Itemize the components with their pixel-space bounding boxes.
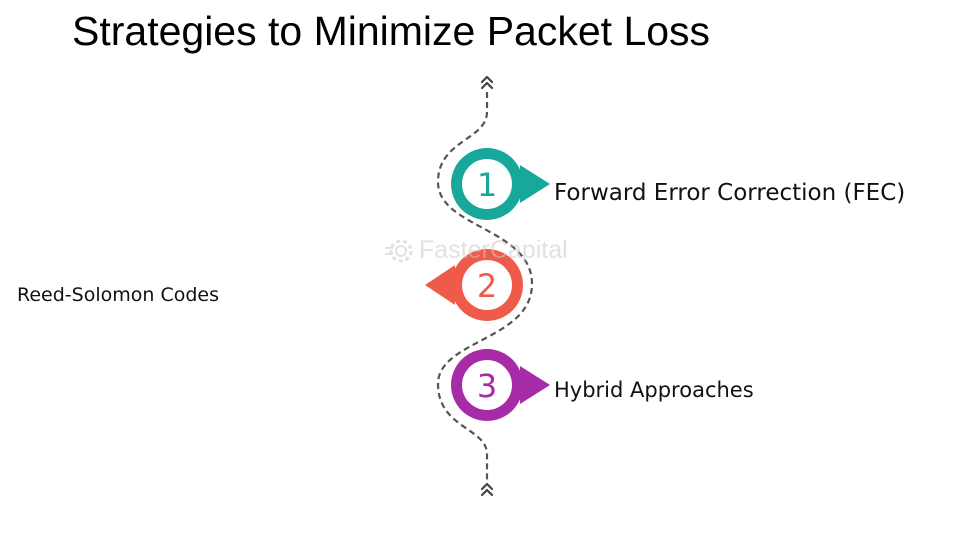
step-marker-3: 3 (451, 349, 550, 421)
step-number-3: 3 (477, 367, 497, 405)
step-label-3: Hybrid Approaches (554, 378, 754, 402)
watermark: FasterCapital (385, 236, 595, 266)
step-number-1: 1 (477, 166, 497, 204)
step-marker-2: 2 (425, 249, 523, 321)
step-label-2: Reed-Solomon Codes (17, 284, 219, 306)
step-label-1: Forward Error Correction (FEC) (554, 180, 906, 206)
gear-logo-icon (385, 239, 413, 263)
step-marker-1: 1 (451, 148, 550, 220)
step-number-2: 2 (477, 267, 497, 305)
dashed-path (436, 92, 534, 482)
double-chevron-up-icon (480, 482, 494, 497)
double-chevron-up-icon (480, 75, 494, 90)
page-title: Strategies to Minimize Packet Loss (72, 8, 711, 54)
watermark-text: FasterCapital (419, 236, 568, 264)
